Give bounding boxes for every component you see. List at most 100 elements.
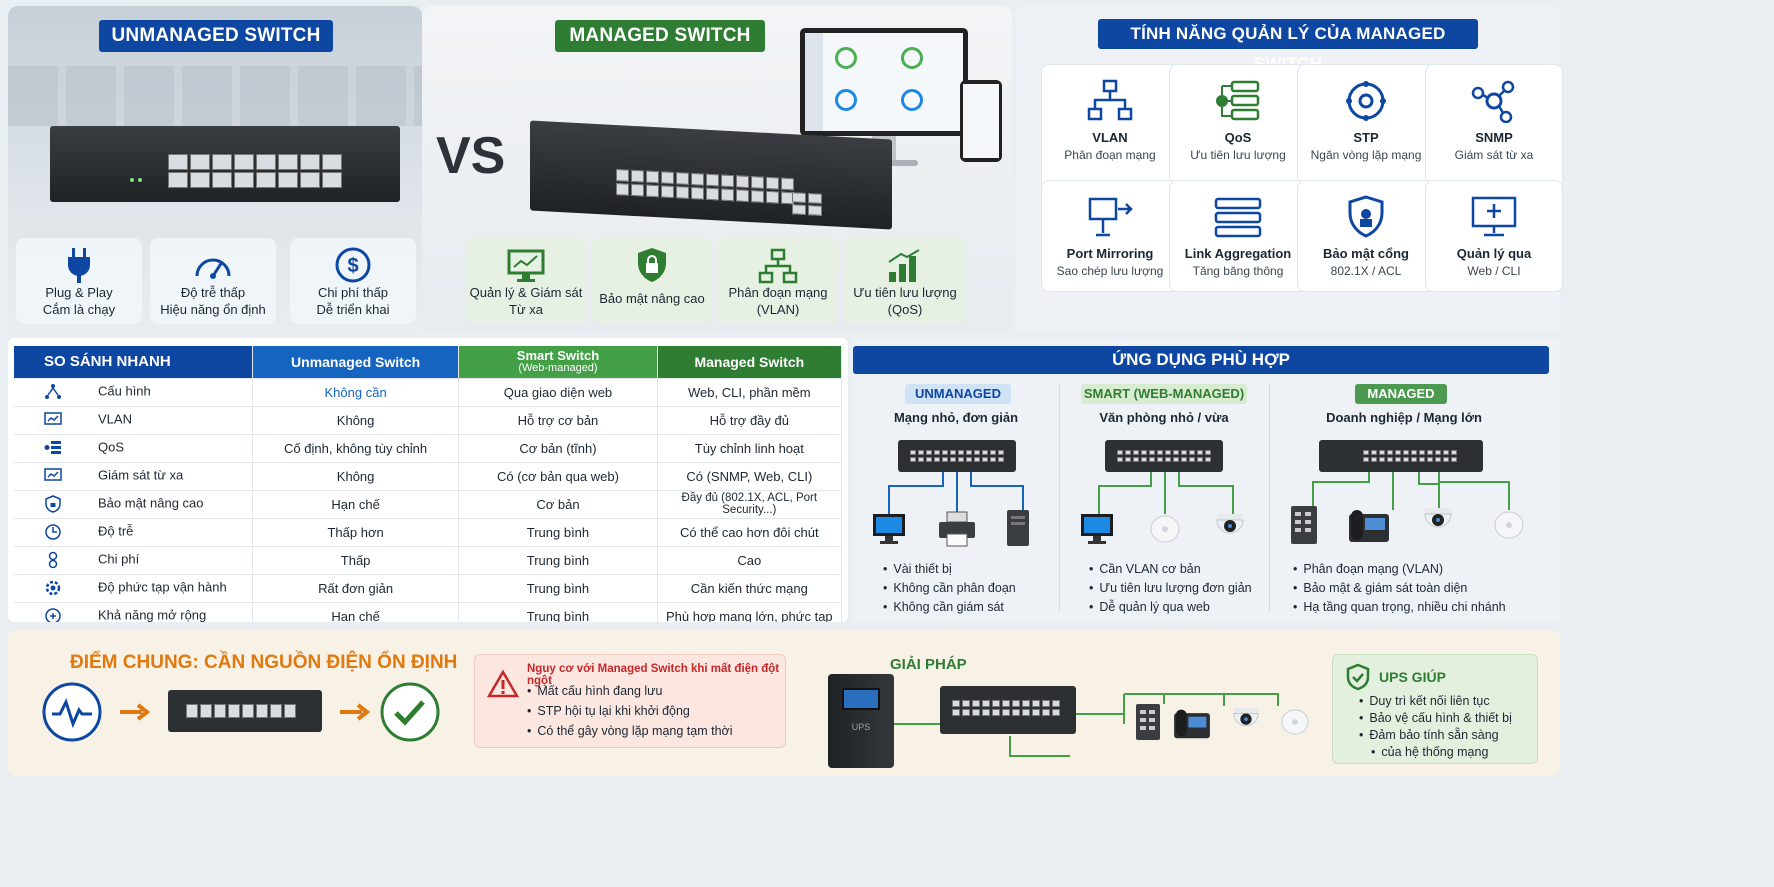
compare-row-label: Độ trễ [98, 523, 134, 539]
feature-vlan: VLAN Phân đoạn mạng [1041, 64, 1179, 192]
access-point-icon [1494, 511, 1524, 539]
feature-web-cli: Quản lý qua Web / CLI [1425, 180, 1563, 292]
feature-port-security: Bảo mật cổng 802.1X / ACL [1297, 180, 1435, 292]
gear-icon [45, 580, 61, 596]
app-sub-smart: Văn phòng nhỏ / vừa [1099, 410, 1229, 425]
compare-header-smart: Smart Switch (Web-managed) [458, 346, 658, 379]
ups-bullet-continued: của hệ thống mạng [1359, 744, 1512, 761]
app-bullets-managed: Phân đoạn mạng (VLAN) Bảo mật & giám sát… [1293, 560, 1506, 617]
compare-cell-smart: Cơ bản (tĩnh) [458, 434, 658, 463]
port-security-icon [1348, 195, 1384, 238]
compare-cell-smart: Có (cơ bản qua web) [458, 462, 658, 491]
compare-cell-unmanaged: Thấp [252, 546, 460, 575]
compare-cell-unmanaged: Hạn chế [252, 602, 460, 622]
shield-lock-icon [638, 248, 666, 282]
compare-cell-managed: Cao [657, 546, 843, 575]
compare-cell-unmanaged: Không cần [252, 378, 460, 407]
low-latency-label: Độ trễ thấp [180, 285, 246, 300]
app-bullet: Không cần giám sát [883, 598, 1016, 617]
feature-web-cli-title: Quản lý qua [1456, 246, 1532, 261]
compare-row-label-cell: Bảo mật nâng cao [14, 490, 253, 519]
unmanaged-switch-image [50, 126, 400, 202]
managed-panel: VS MANAGED SWITCH Quản lý & Giám sát Từ … [422, 6, 1012, 332]
ups-help-bullets: Duy trì kết nối liên tục Bảo vệ cấu hình… [1359, 693, 1512, 761]
feature-link-aggregation: Link Aggregation Tăng băng thông [1169, 180, 1307, 292]
stp-icon [1346, 81, 1386, 121]
app-sub-unmanaged: Mạng nhỏ, đơn giản [893, 410, 1019, 425]
plug-play-sub: Cắm là chạy [42, 302, 116, 317]
compare-cell-smart: Hỗ trợ cơ bản [458, 406, 658, 435]
feature-port-mirroring-sub: Sao chép lưu lượng [1056, 264, 1164, 278]
ip-phone-icon [1349, 510, 1389, 542]
compare-cell-unmanaged: Không [252, 462, 460, 491]
app-bullets-smart: Cần VLAN cơ bản Ưu tiên lưu lượng đơn gi… [1089, 560, 1251, 617]
app-links-unmanaged [888, 472, 1024, 514]
feature-link-aggregation-sub: Tăng băng thông [1192, 264, 1284, 278]
web-cli-icon [1471, 196, 1517, 237]
risk-box: Nguy cơ với Managed Switch khi mất điện … [474, 654, 786, 748]
compare-row-label: Cấu hình [98, 383, 151, 399]
feature-port-mirroring: Port Mirroring Sao chép lưu lượng [1041, 180, 1179, 292]
compare-cell-unmanaged: Không [252, 406, 460, 435]
compare-cell-smart: Trung bình [458, 574, 658, 603]
compare-cell-smart: Cơ bản [458, 490, 658, 519]
power-title: ĐIỂM CHUNG: CẦN NGUỒN ĐIỆN ỔN ĐỊNH [70, 652, 458, 673]
app-sub-managed: Doanh nghiệp / Mạng lớn [1326, 410, 1482, 425]
app-bullet: Không cần phân đoạn [883, 579, 1015, 598]
feature-qos-sub: Ưu tiên lưu lượng [1190, 148, 1286, 162]
feature-stp-title: STP [1353, 130, 1379, 145]
feature-snmp-title: SNMP [1475, 130, 1513, 145]
compare-cell-smart: Trung bình [458, 546, 658, 575]
hierarchy-icon [758, 248, 798, 284]
cost-icon [48, 551, 58, 569]
applications-panel: ỨNG DỤNG PHÙ HỢP UNMANAGED Mạng nhỏ, đơn… [853, 338, 1560, 622]
camera-icon [1424, 508, 1452, 528]
port-mirroring-icon [1088, 197, 1133, 237]
feature-card-low-cost: $ Chi phí thấp Dễ triển khai [290, 238, 416, 324]
compare-cell-unmanaged: Rất đơn giản [252, 574, 460, 603]
low-cost-label: Chi phí thấp [317, 285, 389, 300]
app-switch-smart [1105, 440, 1223, 472]
compare-cell-managed: Hỗ trợ đầy đủ [657, 406, 843, 435]
feature-stp-sub: Ngăn vòng lặp mạng [1310, 148, 1422, 162]
unmanaged-panel: UNMANAGED SWITCH Plug & Play Cắm là chạy… [8, 6, 422, 332]
compare-cell-managed: Web, CLI, phần mềm [657, 378, 843, 407]
compare-row-label-cell: Độ trễ [14, 518, 253, 547]
managed-title: MANAGED SWITCH [555, 20, 765, 52]
app-bullet: Phân đoạn mạng (VLAN) [1293, 560, 1506, 579]
remote-monitoring-sub: Từ xa [509, 302, 543, 317]
compare-cell-smart: Qua giao diện web [458, 378, 658, 407]
compare-cell-managed: Có (SNMP, Web, CLI) [657, 462, 843, 491]
feature-card-advanced-security: Bảo mật nâng cao [592, 238, 712, 324]
checkmark-icon [380, 682, 440, 742]
switch-icon [1291, 506, 1317, 544]
vlan-icon [1087, 79, 1133, 121]
feature-vlan-sub: Phân đoạn mạng [1064, 148, 1156, 162]
compare-row-label: Độ phức tạp vận hành [98, 579, 227, 595]
snmp-icon [1471, 80, 1515, 123]
compare-cell-smart: Trung bình [458, 602, 658, 622]
compare-header-title: SO SÁNH NHANH [14, 346, 253, 379]
feature-card-remote-monitoring: Quản lý & Giám sát Từ xa [466, 238, 586, 324]
app-tag-unmanaged: UNMANAGED [905, 384, 1011, 404]
shield-icon [45, 495, 61, 513]
dollar-icon: $ [335, 247, 371, 283]
feature-snmp: SNMP Giám sát từ xa [1425, 64, 1563, 192]
compare-row-label: QoS [98, 439, 125, 455]
feature-qos: QoS Ưu tiên lưu lượng [1169, 64, 1307, 192]
bar-chart-icon [888, 249, 920, 282]
risk-bullet: STP hội tụ lại khi khởi động [527, 701, 733, 721]
compare-row-label-cell: Độ phức tạp vận hành [14, 574, 253, 603]
arrow-right-icon [340, 703, 371, 721]
compare-row-label-cell: Chi phí [14, 546, 253, 575]
risk-bullet: Mất cấu hình đang lưu [527, 681, 733, 701]
risk-bullets: Mất cấu hình đang lưu STP hội tụ lại khi… [527, 681, 733, 741]
vlan-sub: (VLAN) [756, 302, 800, 317]
qos-row-icon [44, 441, 61, 454]
